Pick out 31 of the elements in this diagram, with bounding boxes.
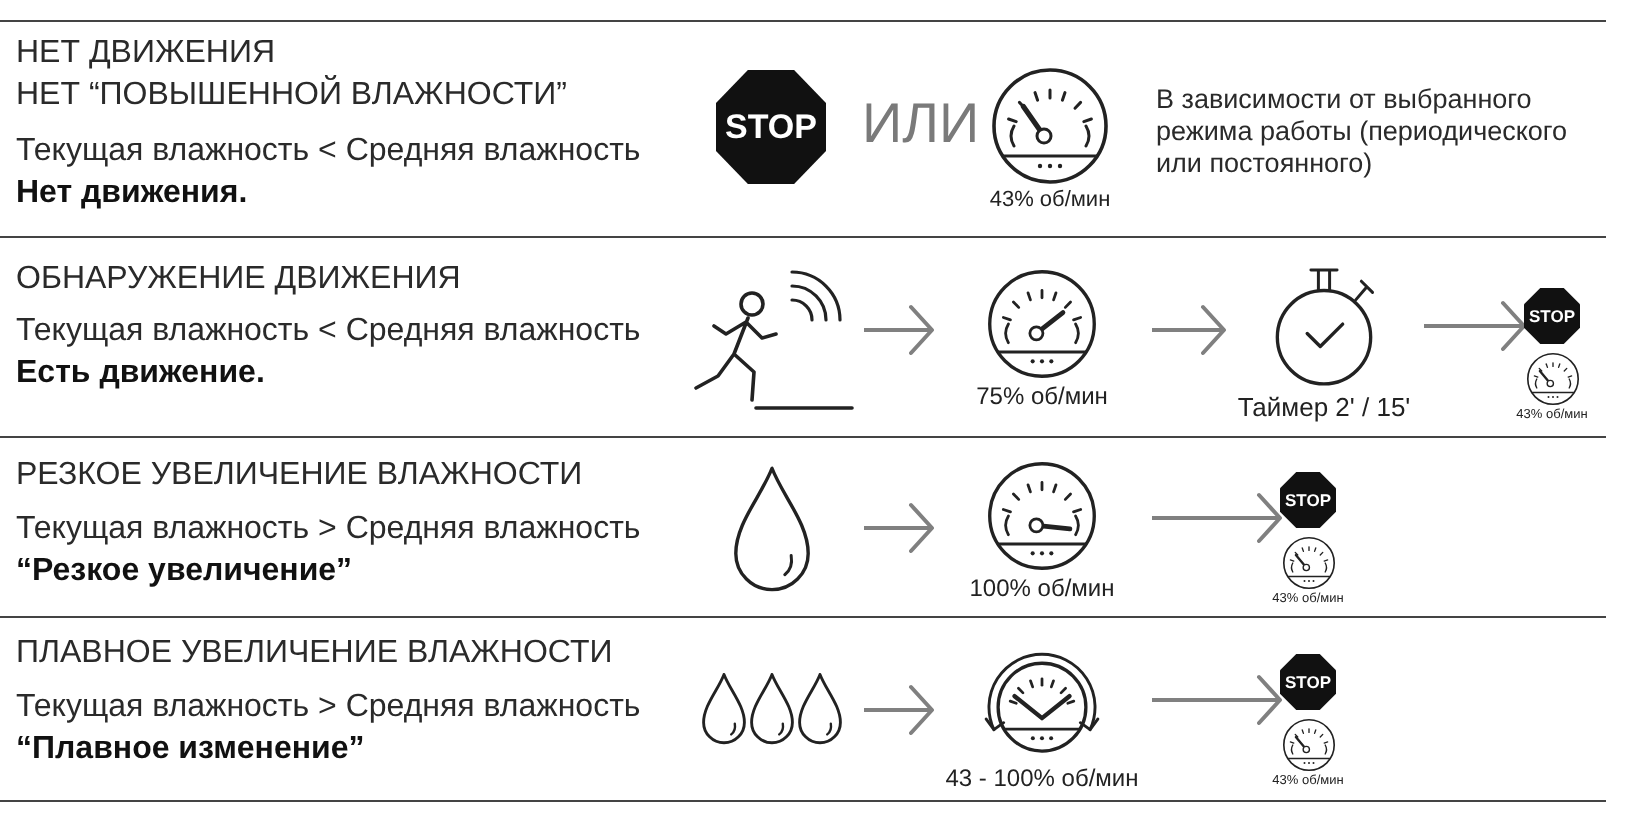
result-text: Нет движения. (16, 174, 248, 214)
row-heading: РЕЗКОЕ УВЕЛИЧЕНИЕ ВЛАЖНОСТИ (16, 456, 583, 496)
stop-sign: STOP (1280, 472, 1336, 528)
arrow (864, 503, 934, 553)
arrow (1152, 305, 1226, 355)
row-heading: ПЛАВНОЕ УВЕЛИЧЕНИЕ ВЛАЖНОСТИ (16, 634, 613, 674)
result-text: “Плавное изменение” (16, 730, 365, 770)
row-heading: ОБНАРУЖЕНИЕ ДВИЖЕНИЯ (16, 260, 461, 300)
result-text: “Резкое увеличение” (16, 552, 353, 592)
stop-sign: STOP (1524, 288, 1580, 344)
speed-caption: 43 - 100% об/мин (945, 764, 1139, 792)
condition-text: Текущая влажность < Средняя влажность (16, 312, 641, 352)
mode-note: В зависимости от выбранного режима работы (периодического или постоянного) (1156, 84, 1570, 180)
condition-text: Текущая влажность > Средняя влажность (16, 688, 641, 728)
arrow (864, 305, 934, 355)
row-heading: НЕТ ДВИЖЕНИЯ (16, 34, 276, 74)
stop-sign: STOP (1280, 654, 1336, 710)
arrow (864, 685, 934, 735)
arrow (1424, 301, 1526, 351)
or-text: ИЛИ (862, 92, 980, 156)
arrow (1152, 675, 1282, 725)
result-text: Есть движение. (16, 354, 265, 394)
speed-caption: 43% об/мин (989, 188, 1111, 214)
row-heading: НЕТ “ПОВЫШЕННОЙ ВЛАЖНОСТИ” (16, 76, 567, 116)
arrow (1152, 493, 1282, 543)
speed-caption: 75% об/мин (976, 382, 1108, 410)
condition-text: Текущая влажность < Средняя влажность (16, 132, 641, 172)
stop-sign: STOP (716, 70, 826, 184)
timer-caption: Таймер 2' / 15' (1237, 392, 1411, 424)
condition-text: Текущая влажность > Средняя влажность (16, 510, 641, 550)
speed-caption: 100% об/мин (969, 574, 1115, 602)
